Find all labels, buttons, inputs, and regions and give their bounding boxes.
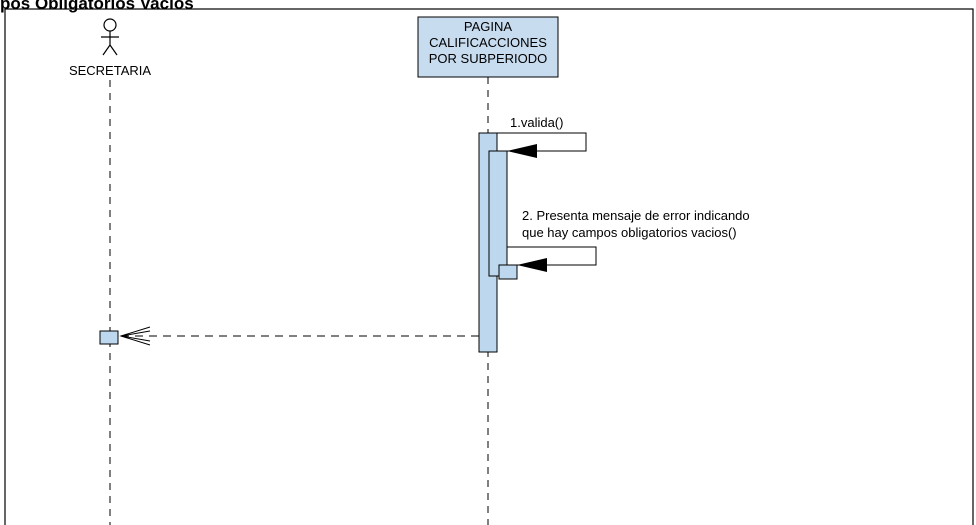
diagram-frame bbox=[4, 8, 974, 525]
return-message-arrow bbox=[119, 326, 479, 346]
actor-icon bbox=[101, 18, 119, 56]
message-1-arrow bbox=[497, 132, 587, 158]
object-name-line-1: PAGINA bbox=[464, 19, 512, 34]
activation-bar-error bbox=[498, 264, 518, 280]
message-2-label-line-2: que hay campos obligatorios vacios() bbox=[522, 225, 737, 240]
message-2-arrow bbox=[507, 246, 597, 272]
message-2-label-line-1: 2. Presenta mensaje de error indicando bbox=[522, 208, 750, 223]
object-box[interactable] bbox=[417, 16, 559, 78]
activation-bar-validate bbox=[488, 150, 508, 277]
actor-name: SECRETARIA bbox=[69, 63, 151, 78]
actor-activation-bar bbox=[99, 330, 119, 345]
object-name-line-3: POR SUBPERIODO bbox=[429, 51, 547, 66]
object-name-line-2: CALIFICACCIONES bbox=[429, 35, 547, 50]
diagram-title: pos Obligatorios Vacios bbox=[0, 0, 194, 13]
message-1-label: 1.valida() bbox=[510, 115, 563, 130]
